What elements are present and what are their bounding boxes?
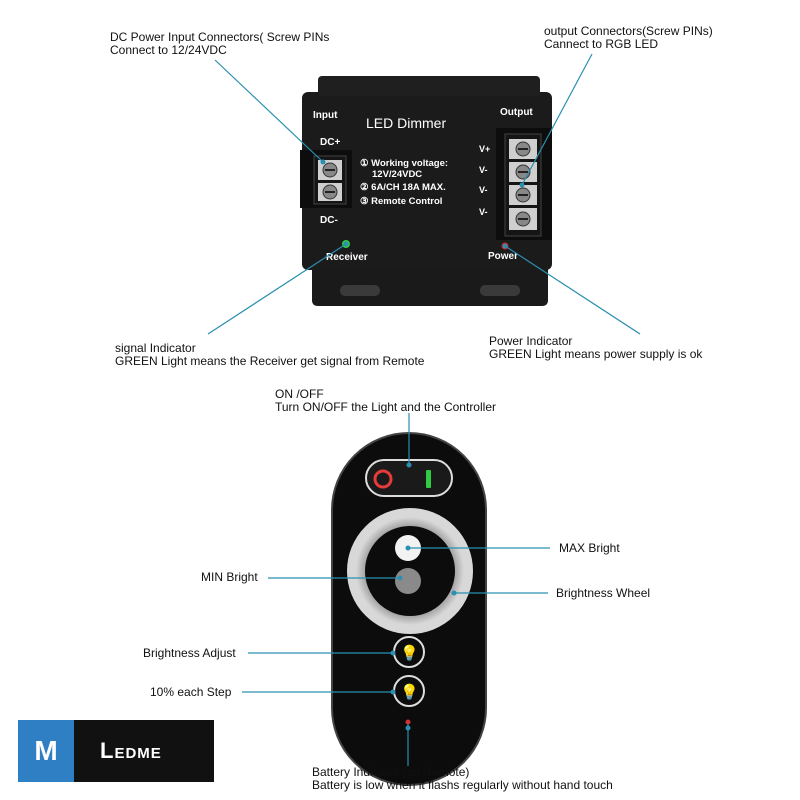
dc-plus-label: DC+ xyxy=(320,137,340,148)
dimmer-title: LED Dimmer xyxy=(366,115,446,131)
annotation-battery: Battery Indicator (on Remote) Battery is… xyxy=(312,766,613,792)
annotation-output-title: output Connectors(Screw PINs) xyxy=(544,24,713,38)
power-label: Power xyxy=(488,251,518,262)
spec-line-1b: 12V/24VDC xyxy=(372,169,422,180)
annotation-signal: signal Indicator GREEN Light means the R… xyxy=(115,342,424,368)
annotation-dc-input-title: DC Power Input Connectors( Screw PINs xyxy=(110,30,330,44)
annotation-max: MAX Bright xyxy=(559,541,620,555)
annotation-signal-title: signal Indicator xyxy=(115,341,196,355)
output-v-minus-1: V- xyxy=(479,165,488,175)
input-label: Input xyxy=(313,110,338,121)
annotation-onoff-desc: Turn ON/OFF the Light and the Controller xyxy=(275,400,496,414)
leader-dc-input xyxy=(214,59,324,163)
annotation-signal-desc: GREEN Light means the Receiver get signa… xyxy=(115,354,425,368)
on-icon xyxy=(426,470,431,488)
bulb-down-icon: 💡 xyxy=(400,683,419,701)
spec-line-3: ③ Remote Control xyxy=(360,196,442,207)
annotation-dc-input-desc: Connect to 12/24VDC xyxy=(110,43,227,57)
brightness-wheel xyxy=(347,508,473,634)
dc-minus-label: DC- xyxy=(320,215,338,226)
mounting-slot-left xyxy=(340,285,380,296)
output-v-plus: V+ xyxy=(479,144,490,154)
annotation-dc-input: DC Power Input Connectors( Screw PINs Co… xyxy=(110,31,329,57)
logo-letter: M xyxy=(18,720,74,782)
output-terminals xyxy=(504,133,542,237)
annotation-adjust: Brightness Adjust xyxy=(143,646,236,660)
receiver-label: Receiver xyxy=(326,252,368,263)
output-v-minus-2: V- xyxy=(479,185,488,195)
led-dimmer: LED Dimmer Input Output DC+ DC- ① Workin… xyxy=(300,76,552,306)
leader-output xyxy=(521,53,593,186)
bulb-up-icon: 💡 xyxy=(400,644,419,662)
leader-power xyxy=(504,245,641,335)
input-terminals xyxy=(313,155,347,205)
dimmer-housing xyxy=(302,92,552,270)
annotation-step: 10% each Step xyxy=(150,685,232,699)
annotation-onoff: ON /OFF Turn ON/OFF the Light and the Co… xyxy=(275,388,496,414)
annotation-output: output Connectors(Screw PINs) Cannect to… xyxy=(544,25,713,51)
min-bright-button xyxy=(395,568,421,594)
annotation-onoff-title: ON /OFF xyxy=(275,387,324,401)
spec-line-2: ② 6A/CH 18A MAX. xyxy=(360,182,446,193)
mounting-slot-right xyxy=(480,285,520,296)
remote-control: DC 💡 💡 xyxy=(331,432,487,786)
annotation-power-title: Power Indicator xyxy=(489,334,573,348)
annotation-min: MIN Bright xyxy=(201,570,258,584)
leader-signal xyxy=(207,243,347,335)
logo-text: Ledme xyxy=(74,720,214,782)
annotation-power-desc: GREEN Light means power supply is ok xyxy=(489,347,703,361)
off-icon xyxy=(373,469,393,489)
spec-line-1: ① Working voltage: xyxy=(360,158,448,169)
annotation-battery-desc: Battery is low when it flashs regularly … xyxy=(312,778,613,792)
output-v-minus-3: V- xyxy=(479,207,488,217)
brand-logo: M Ledme xyxy=(18,720,214,782)
annotation-power: Power Indicator GREEN Light means power … xyxy=(489,335,702,361)
leader-lines xyxy=(207,53,641,766)
annotation-wheel: Brightness Wheel xyxy=(556,586,651,600)
battery-led xyxy=(405,719,411,725)
leader-dots xyxy=(320,159,525,731)
annotation-battery-title: Battery Indicator (on Remote) xyxy=(312,765,470,779)
output-label: Output xyxy=(500,107,533,118)
annotation-output-desc: Cannect to RGB LED xyxy=(544,37,659,51)
